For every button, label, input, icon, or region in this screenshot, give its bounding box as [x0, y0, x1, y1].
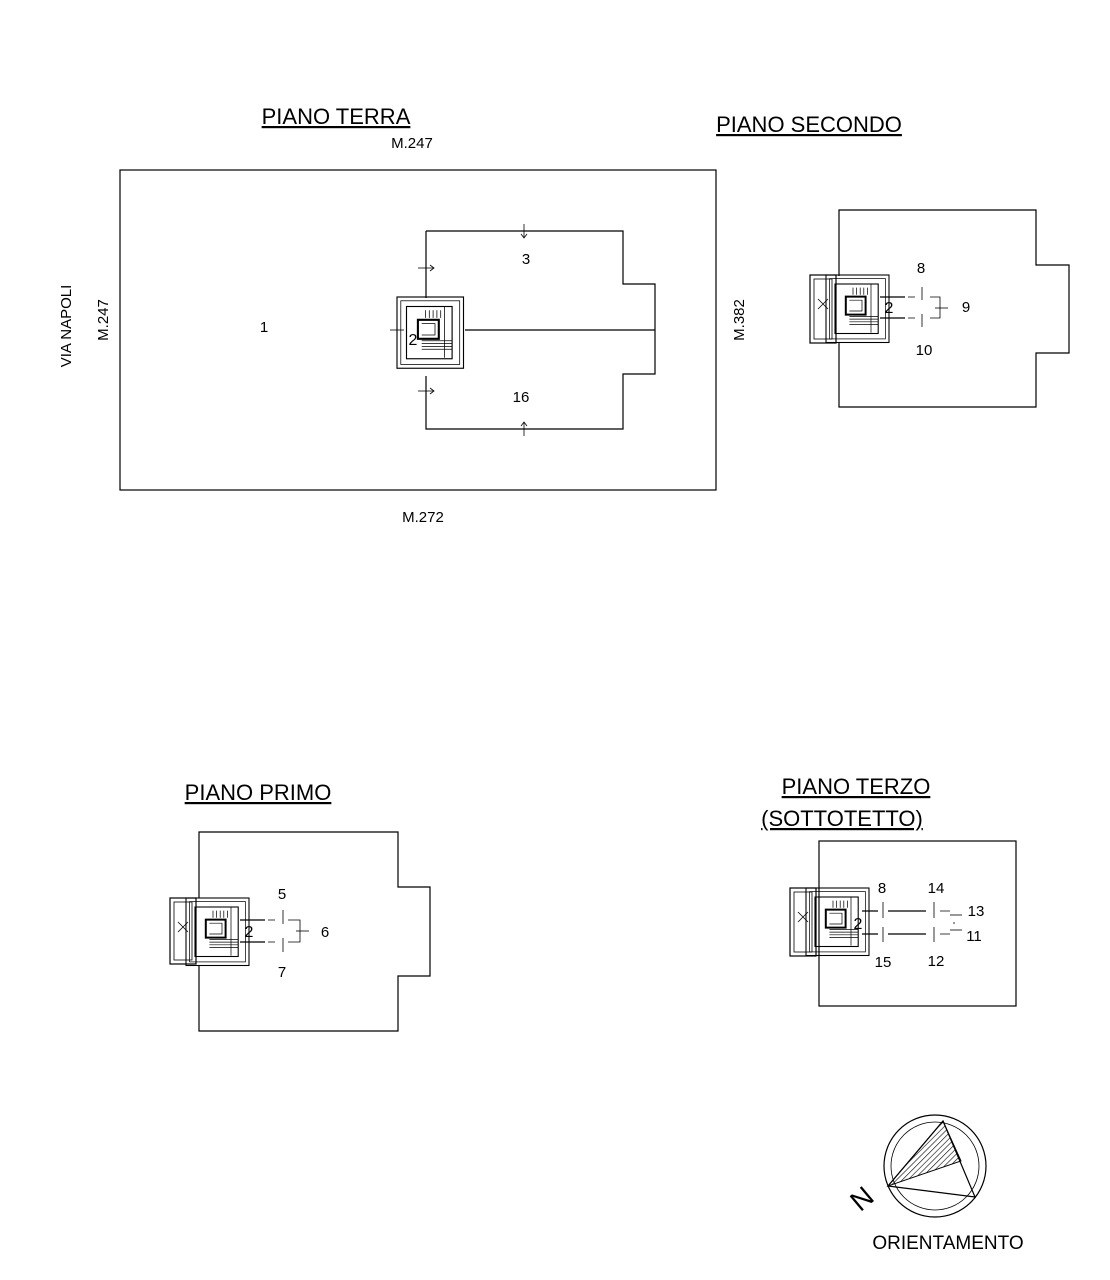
unit-9-label: 9 [962, 299, 970, 316]
unit-2-label: 2 [409, 332, 418, 349]
unit-11-label: 11 [966, 928, 982, 945]
unit-2-label: 2 [245, 924, 254, 941]
street-label: VIA NAPOLI [58, 285, 75, 368]
boundary-top-label: M.247 [391, 135, 433, 152]
piano-terzo-title: PIANO TERZO [782, 774, 931, 799]
corridor [862, 902, 962, 942]
corridor [240, 910, 309, 952]
unit-12-label: 12 [928, 953, 945, 970]
compass-label: ORIENTAMENTO [872, 1233, 1023, 1254]
unit-15-label: 15 [875, 954, 892, 971]
building-outline [425, 230, 656, 430]
building-outline [818, 840, 1017, 1007]
compass-outer-ring [883, 1114, 987, 1218]
unit-8-label: 8 [878, 880, 886, 897]
building-outline [198, 831, 431, 1032]
lot-boundary [119, 169, 717, 491]
piano-terra-plan: PIANO TERRA M.247 M.272 M.247 VIA NAPOLI… [58, 104, 748, 526]
piano-terzo-plan: PIANO TERZO (SOTTOTETTO) 2 8 14 13 11 [761, 774, 1017, 1007]
building-outline [838, 209, 1070, 408]
access-arrows [390, 224, 528, 436]
corridor [880, 287, 948, 327]
unit-13-label: 13 [968, 903, 985, 920]
boundary-left-label: M.247 [95, 299, 112, 341]
unit-3-label: 3 [522, 251, 530, 268]
north-arrow-icon [886, 1120, 962, 1188]
unit-5-label: 5 [278, 886, 286, 903]
stair-core [169, 897, 250, 967]
stair-core [395, 295, 465, 370]
piano-primo-plan: PIANO PRIMO 2 5 6 7 [169, 780, 431, 1032]
unit-2-label: 2 [854, 916, 863, 933]
compass-inner-ring [890, 1121, 980, 1211]
piano-terzo-subtitle: (SOTTOTETTO) [761, 806, 923, 831]
unit-2-label: 2 [885, 300, 894, 317]
boundary-right-label: M.382 [731, 299, 748, 341]
piano-primo-title: PIANO PRIMO [185, 780, 332, 805]
north-letter: N [844, 1180, 879, 1217]
piano-secondo-title: PIANO SECONDO [716, 112, 902, 137]
unit-8-label: 8 [917, 260, 925, 277]
boundary-bottom-label: M.272 [402, 509, 444, 526]
compass-rose: N ORIENTAMENTO [844, 1114, 1024, 1254]
stair-core [789, 887, 870, 957]
unit-16-label: 16 [513, 389, 530, 406]
unit-7-label: 7 [278, 964, 286, 981]
unit-10-label: 10 [916, 342, 933, 359]
unit-14-label: 14 [928, 880, 945, 897]
stair-core [809, 274, 890, 344]
unit-6-label: 6 [321, 924, 329, 941]
unit-1-label: 1 [260, 319, 268, 336]
piano-secondo-plan: PIANO SECONDO 2 8 9 10 [716, 112, 1070, 408]
piano-terra-title: PIANO TERRA [262, 104, 411, 129]
